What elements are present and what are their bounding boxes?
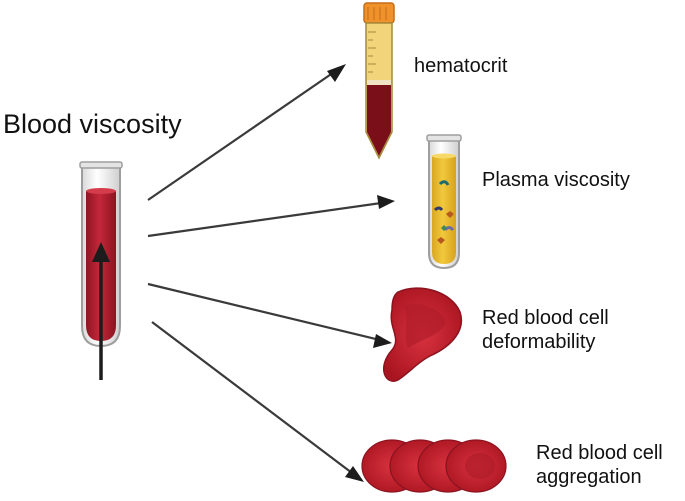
plasma-tube-icon: [426, 134, 462, 270]
label-rbc-deformability: Red blood cell deformability: [482, 306, 609, 354]
hematocrit-tube-icon: [363, 2, 395, 160]
label-rbc-deformability-line2: deformability: [482, 331, 596, 353]
arrow-to-deformability: [147, 282, 385, 343]
diagram-title: Blood viscosity: [3, 109, 182, 139]
label-rbc-deformability-line1: Red blood cell: [482, 307, 609, 329]
label-rbc-aggregation: Red blood cell aggregation: [536, 441, 663, 489]
arrowhead-plasma: [377, 195, 395, 209]
rouleaux-icon: [361, 439, 507, 493]
label-rbc-aggregation-line2: aggregation: [536, 466, 642, 488]
blood-tube-icon: [79, 161, 123, 380]
arrow-to-plasma: [147, 200, 389, 238]
red-blood-cell-icon: [382, 287, 463, 382]
arrow-to-aggregation: [151, 321, 357, 477]
arrowhead-deformability: [373, 334, 392, 348]
arrow-to-hematocrit: [147, 67, 341, 201]
arrowhead-hematocrit: [327, 64, 346, 82]
label-hematocrit: hematocrit: [414, 55, 508, 77]
label-plasma-viscosity: Plasma viscosity: [482, 169, 630, 191]
arrowhead-aggregation: [345, 466, 364, 482]
label-rbc-aggregation-line1: Red blood cell: [536, 442, 663, 464]
